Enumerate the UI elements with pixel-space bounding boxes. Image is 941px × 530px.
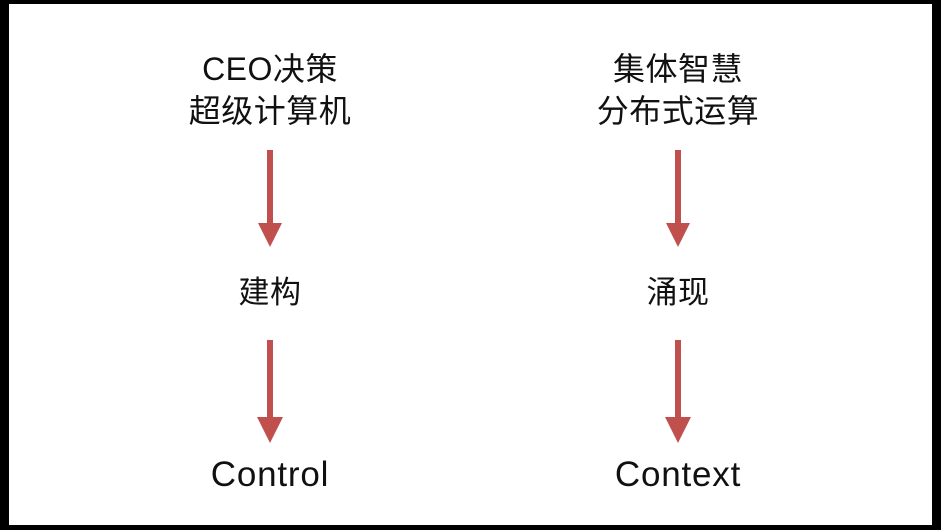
down-arrow-icon (100, 340, 440, 444)
node-control: Control (210, 455, 330, 494)
down-arrow-icon (100, 150, 440, 248)
diagram-canvas: CEO决策 超级计算机 建构 Control 集体智慧 (9, 4, 932, 525)
context-column: 集体智慧 分布式运算 涌现 Context (508, 4, 848, 525)
down-arrow-icon (508, 150, 848, 248)
node-context: Context (614, 455, 742, 494)
node-collective-intelligence-line-2: 分布式运算 (596, 93, 760, 130)
node-collective-intelligence-line-1: 集体智慧 (612, 51, 743, 87)
node-emergence: 涌现 (646, 275, 710, 310)
node-collective-intelligence: 集体智慧 分布式运算 (508, 50, 848, 131)
control-column: CEO决策 超级计算机 建构 Control (100, 4, 440, 525)
node-construction: 建构 (238, 275, 302, 310)
node-ceo-decision-line-2: 超级计算机 (188, 93, 352, 130)
node-ceo-decision-line-1: CEO决策 (202, 51, 338, 87)
down-arrow-icon (508, 340, 848, 444)
node-ceo-decision: CEO决策 超级计算机 (100, 50, 440, 131)
